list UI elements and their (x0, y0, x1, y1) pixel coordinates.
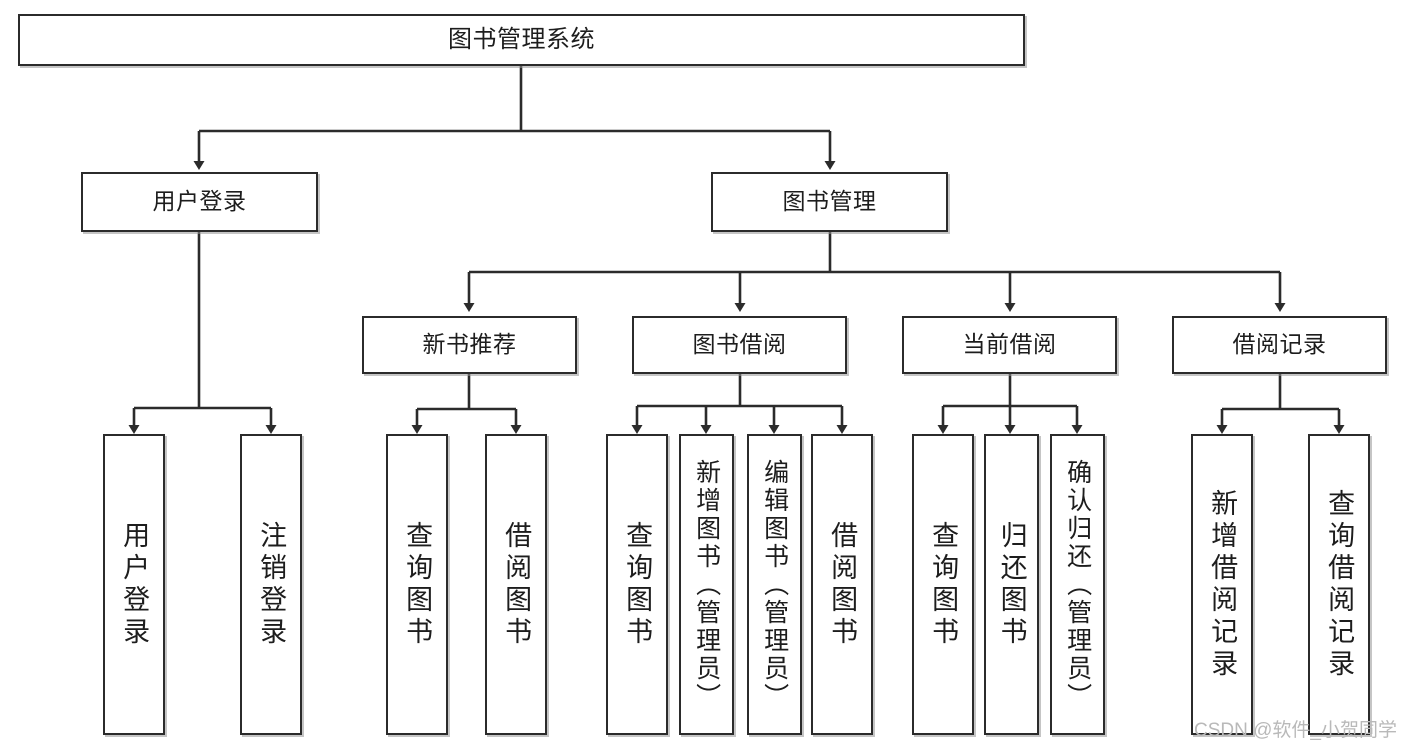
node-book-manage[interactable]: 图书管理 (711, 172, 948, 232)
leaf-edit-book-admin[interactable]: 编辑图书（管理员） (747, 434, 802, 735)
node-user-login[interactable]: 用户登录 (81, 172, 318, 232)
node-label: 查询图书 (622, 520, 653, 649)
leaf-confirm-return-admin[interactable]: 确认归还（管理员） (1050, 434, 1105, 735)
node-borrow-record[interactable]: 借阅记录 (1172, 316, 1387, 374)
leaf-add-borrow-record[interactable]: 新增借阅记录 (1191, 434, 1253, 735)
leaf-borrow-book-recommend[interactable]: 借阅图书 (485, 434, 547, 735)
leaf-query-book-current[interactable]: 查询图书 (912, 434, 974, 735)
node-label: 查询图书 (402, 520, 433, 649)
node-label: 用户登录 (152, 188, 247, 215)
node-label: 当前借阅 (962, 331, 1057, 358)
node-label: 查询图书 (928, 520, 959, 649)
node-label: 新增图书（管理员） (692, 458, 721, 711)
node-book-borrow[interactable]: 图书借阅 (632, 316, 847, 374)
node-label: 图书借阅 (692, 331, 787, 358)
leaf-query-book-recommend[interactable]: 查询图书 (386, 434, 448, 735)
node-label: 查询借阅记录 (1324, 488, 1355, 681)
node-label: 图书管理系统 (448, 25, 595, 53)
leaf-borrow-book-borrow[interactable]: 借阅图书 (811, 434, 873, 735)
node-label: 新增借阅记录 (1207, 488, 1238, 681)
node-label: 确认归还（管理员） (1063, 458, 1092, 711)
node-label: 借阅图书 (501, 520, 532, 649)
node-label: 归还图书 (996, 520, 1027, 649)
leaf-query-borrow-record[interactable]: 查询借阅记录 (1308, 434, 1370, 735)
node-label: 新书推荐 (422, 331, 517, 358)
leaf-logout-login[interactable]: 注销登录 (240, 434, 302, 735)
leaf-user-login[interactable]: 用户登录 (103, 434, 165, 735)
leaf-return-book[interactable]: 归还图书 (984, 434, 1039, 735)
leaf-query-book-borrow[interactable]: 查询图书 (606, 434, 668, 735)
node-label: 图书管理 (782, 188, 877, 215)
node-label: 借阅记录 (1232, 331, 1327, 358)
node-label: 编辑图书（管理员） (760, 458, 789, 711)
node-label: 用户登录 (119, 520, 150, 649)
node-label: 借阅图书 (827, 520, 858, 649)
node-current-borrow[interactable]: 当前借阅 (902, 316, 1117, 374)
node-root-book-management-system[interactable]: 图书管理系统 (18, 14, 1025, 66)
leaf-add-book-admin[interactable]: 新增图书（管理员） (679, 434, 734, 735)
node-label: 注销登录 (256, 520, 287, 649)
node-new-book-recommend[interactable]: 新书推荐 (362, 316, 577, 374)
